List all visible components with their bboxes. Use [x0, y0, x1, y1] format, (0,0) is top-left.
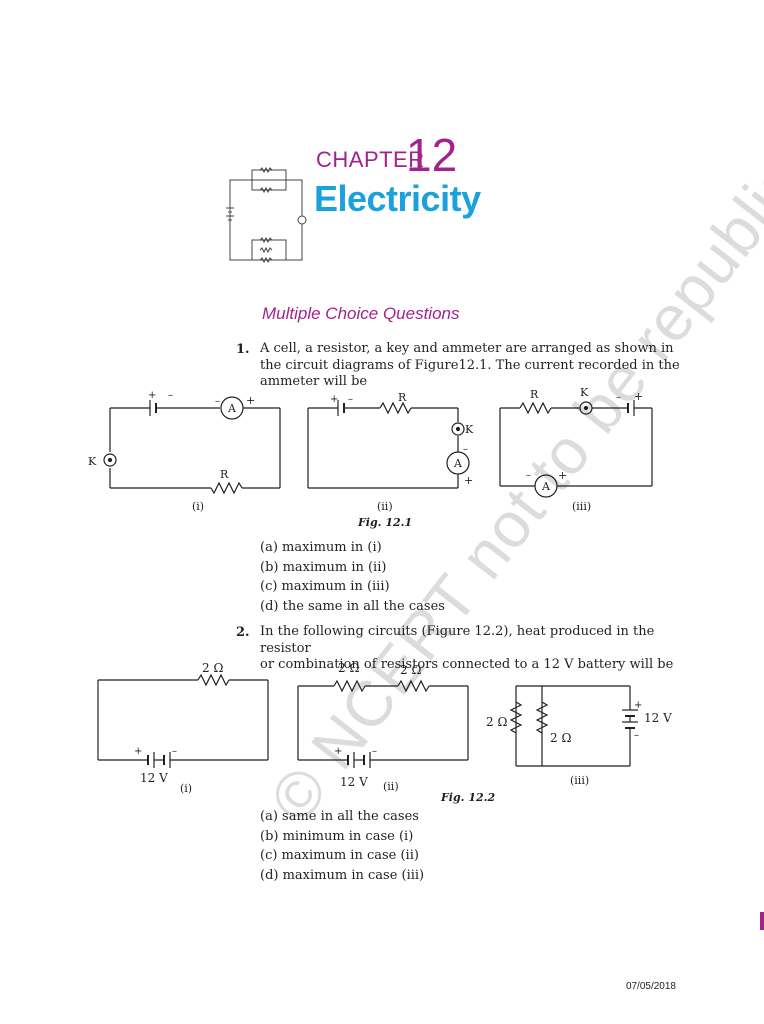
volt-label: 12 V — [140, 771, 168, 785]
chapter-label: CHAPTER — [316, 147, 425, 172]
key-label: K — [465, 423, 474, 436]
fig-12-1-caption: Fig. 12.1 — [358, 516, 413, 529]
plus-sign: + — [558, 469, 567, 482]
figure-12-2: 2 Ω + – 12 V (i) 2 Ω 2 Ω + – 12 V (ii) 2… — [97, 661, 672, 795]
q1-text-line: A cell, a resistor, a key and ammeter ar… — [260, 341, 674, 356]
ohm-label: 2 Ω — [338, 661, 359, 675]
sublabel-i: (i) — [192, 500, 204, 513]
resistor-label: R — [398, 391, 407, 404]
ohm-label: 2 Ω — [550, 731, 571, 745]
q1-text: A cell, a resistor, a key and ammeter ar… — [260, 341, 680, 391]
circuit-2-ii — [297, 679, 469, 768]
sublabel-iii: (iii) — [570, 774, 589, 787]
minus-sign: – — [463, 444, 468, 455]
circuit-2-iii — [509, 685, 638, 767]
page-edge-mark — [760, 912, 764, 930]
minus-sign: – — [634, 730, 639, 741]
circuit-1-i — [103, 396, 281, 495]
ammeter-label: A — [541, 480, 551, 493]
key-label: K — [580, 386, 589, 399]
sublabel-i: (i) — [180, 782, 192, 795]
q2-option-d: (d) maximum in case (iii) — [260, 867, 425, 883]
plus-sign: + — [330, 394, 338, 405]
minus-sign: – — [372, 746, 377, 757]
ohm-label: 2 Ω — [202, 661, 223, 675]
q2-option-b: (b) minimum in case (i) — [260, 828, 414, 844]
ammeter-label: A — [453, 457, 463, 470]
plus-sign: + — [634, 700, 642, 711]
plus-sign: + — [334, 746, 342, 757]
key-label: K — [88, 455, 97, 468]
minus-sign: – — [526, 470, 531, 481]
resistor-label: R — [220, 468, 229, 481]
q2-option-a: (a) same in all the cases — [260, 809, 419, 824]
minus-sign: – — [616, 392, 621, 403]
q1-option-a: (a) maximum in (i) — [260, 540, 382, 555]
circuit-1-iii — [499, 400, 653, 498]
q1-options: (a) maximum in (i) (b) maximum in (ii) (… — [260, 538, 445, 616]
chapter-circuit-icon — [226, 166, 307, 264]
ohm-label: 2 Ω — [400, 663, 421, 677]
q2-option-c: (c) maximum in case (ii) — [260, 848, 419, 863]
q2-text-line: In the following circuits (Figure 12.2),… — [260, 624, 655, 656]
q1-option-d: (d) the same in all the cases — [260, 598, 445, 614]
footer-date: 07/05/2018 — [625, 981, 676, 992]
circuit-1-ii — [307, 400, 470, 489]
section-title: Multiple Choice Questions — [262, 304, 460, 323]
q2-text-line: or combination of resistors connected to… — [260, 657, 674, 672]
volt-label: 12 V — [340, 775, 368, 789]
minus-sign: – — [168, 390, 173, 401]
figure-12-1: + – A – + R K (i) + – R K A – + (ii) R K… — [88, 386, 653, 513]
plus-sign: + — [148, 390, 156, 401]
chapter-title: Electricity — [314, 178, 481, 219]
plus-sign: + — [464, 474, 473, 487]
q1-option-c: (c) maximum in (iii) — [260, 579, 390, 594]
sublabel-ii: (ii) — [377, 500, 393, 513]
q2-options: (a) same in all the cases (b) minimum in… — [260, 807, 424, 885]
sublabel-iii: (iii) — [572, 500, 591, 513]
ammeter-label: A — [227, 402, 237, 415]
plus-sign: + — [246, 394, 255, 407]
q1-text-line: ammeter will be — [260, 374, 368, 389]
q1-option-b: (b) maximum in (ii) — [260, 559, 387, 575]
q1-number: 1. — [236, 342, 250, 357]
q2-number: 2. — [236, 625, 250, 640]
sublabel-ii: (ii) — [383, 780, 399, 793]
fig-12-2-caption: Fig. 12.2 — [441, 791, 496, 804]
minus-sign: – — [172, 746, 177, 757]
q1-text-line: the circuit diagrams of Figure12.1. The … — [260, 357, 680, 373]
ohm-label: 2 Ω — [486, 715, 507, 729]
chapter-number: 12 — [406, 129, 458, 181]
plus-sign: + — [134, 746, 142, 757]
resistor-label: R — [530, 388, 539, 401]
minus-sign: – — [348, 394, 353, 405]
circuit-2-i — [97, 673, 269, 768]
minus-sign: – — [215, 396, 220, 407]
volt-label: 12 V — [644, 711, 672, 725]
q2-text: In the following circuits (Figure 12.2),… — [260, 624, 680, 674]
plus-sign: + — [634, 390, 643, 403]
